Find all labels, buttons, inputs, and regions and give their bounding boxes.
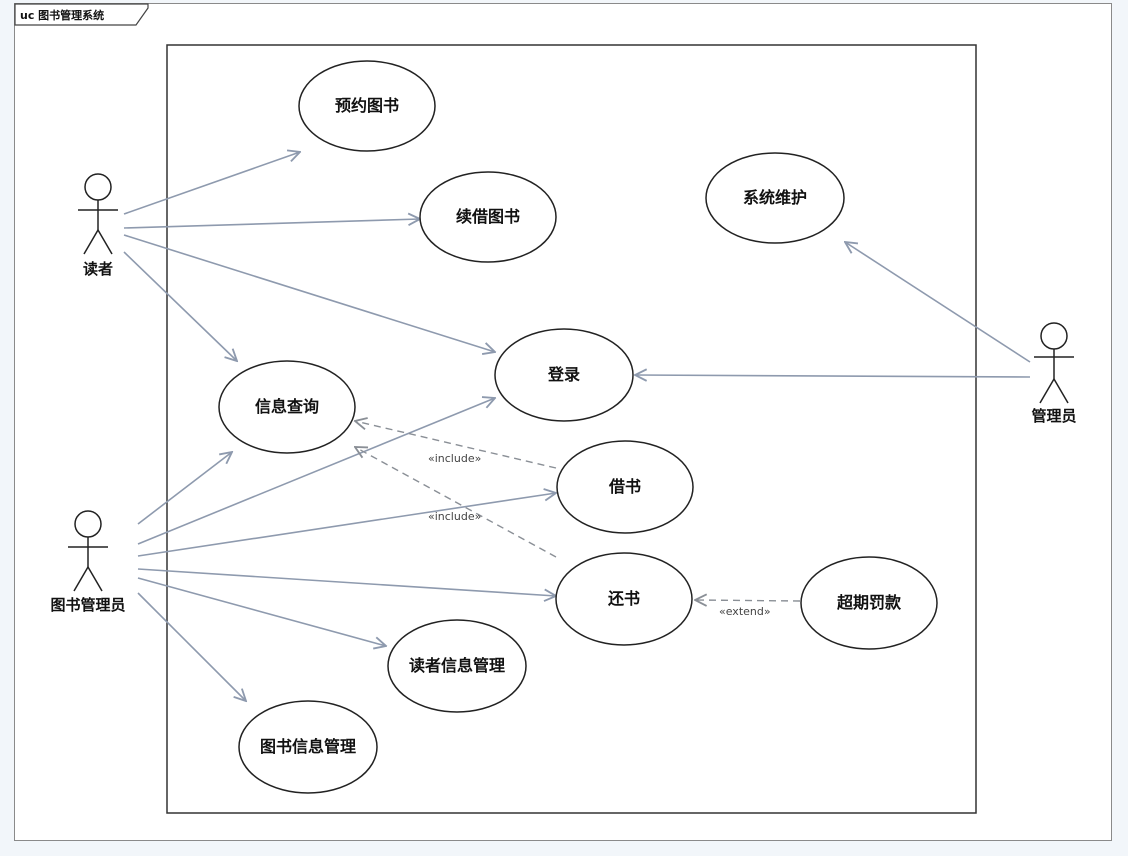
use-case-label: 图书信息管理	[260, 737, 356, 756]
association-librarian-login[interactable]	[137, 398, 495, 545]
use-case-label: 超期罚款	[836, 593, 902, 612]
actor-admin[interactable]	[1034, 322, 1074, 404]
use-case-maintain[interactable]: 系统维护	[705, 152, 845, 244]
actor-label-admin: 管理员	[1031, 407, 1076, 425]
association-reader-renew[interactable]	[123, 219, 420, 229]
extend-fine-return[interactable]	[695, 600, 801, 601]
use-case-label: 信息查询	[255, 397, 319, 416]
include-return-query[interactable]	[355, 447, 557, 558]
actor-head-icon	[1040, 322, 1068, 350]
use-case-renew[interactable]: 续借图书	[419, 171, 557, 263]
association-reader-reserve[interactable]	[123, 152, 300, 215]
frame-title: uc 图书管理系统	[20, 8, 104, 22]
association-librarian-return[interactable]	[137, 568, 556, 596]
association-reader-login[interactable]	[123, 234, 495, 352]
use-case-label: 读者信息管理	[409, 656, 505, 675]
use-case-borrow[interactable]: 借书	[556, 440, 694, 534]
actor-librarian[interactable]	[68, 510, 108, 592]
use-case-book-mgmt[interactable]: 图书信息管理	[238, 700, 378, 794]
include-label-2: «include»	[428, 510, 481, 523]
actor-head-icon	[74, 510, 102, 538]
association-librarian-book-mgmt[interactable]	[137, 592, 246, 701]
use-case-return[interactable]: 还书	[555, 552, 693, 646]
use-case-query[interactable]: 信息查询	[218, 360, 356, 454]
association-admin-maintain[interactable]	[845, 242, 1031, 363]
association-librarian-borrow[interactable]	[137, 493, 556, 557]
use-case-label: 续借图书	[456, 207, 520, 226]
association-reader-query[interactable]	[123, 251, 237, 361]
extend-label: «extend»	[719, 605, 771, 618]
association-admin-login[interactable]	[635, 375, 1031, 377]
include-borrow-query[interactable]	[355, 421, 557, 469]
association-librarian-reader-mgmt[interactable]	[137, 577, 386, 646]
use-case-login[interactable]: 登录	[494, 328, 634, 422]
use-case-label: 还书	[607, 589, 640, 608]
actor-reader[interactable]	[78, 173, 118, 255]
association-librarian-query[interactable]	[137, 452, 232, 525]
actor-head-icon	[84, 173, 112, 201]
use-case-label: 系统维护	[743, 188, 807, 207]
actor-label-reader: 读者	[83, 260, 113, 278]
use-case-label: 借书	[608, 477, 641, 496]
relations	[123, 152, 1031, 701]
use-case-label: 预约图书	[335, 96, 399, 115]
use-case-fine[interactable]: 超期罚款	[800, 556, 938, 650]
use-case-reader-mgmt[interactable]: 读者信息管理	[387, 619, 527, 713]
include-label-1: «include»	[428, 452, 481, 465]
actor-label-librarian: 图书管理员	[50, 596, 125, 614]
frame-title-tab: uc 图书管理系统	[14, 3, 149, 26]
use-case-label: 登录	[547, 365, 580, 384]
use-case-reserve[interactable]: 预约图书	[298, 60, 436, 152]
